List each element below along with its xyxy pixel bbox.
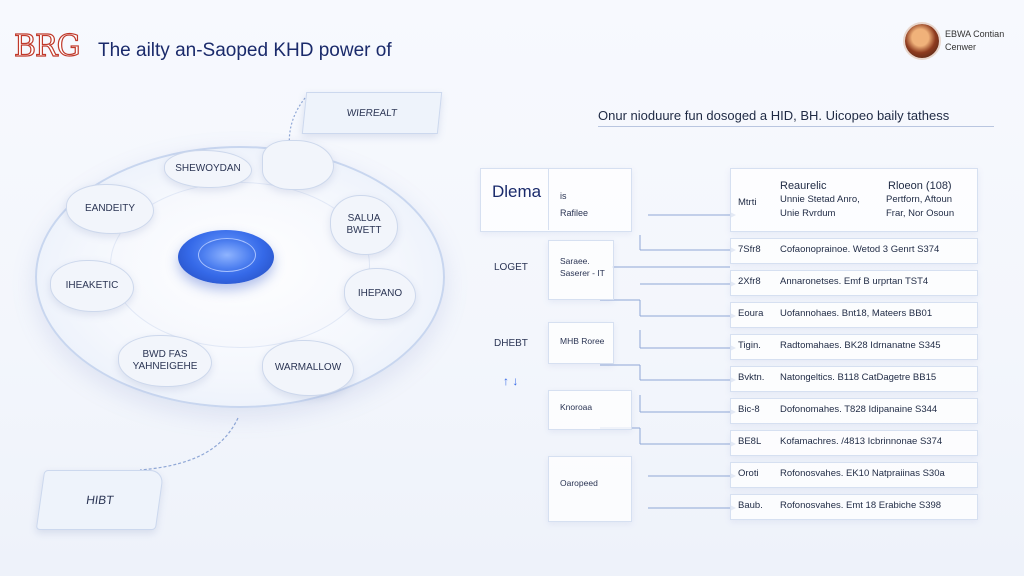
center-hub-core bbox=[198, 238, 256, 272]
table-header-col2-title: Rloeon (108) bbox=[888, 180, 952, 192]
brand-logo: BRG bbox=[13, 29, 81, 64]
table-header-card bbox=[730, 168, 978, 232]
table-row-key: Eoura bbox=[738, 308, 764, 319]
left-item-card-1-line1: Saraee. bbox=[560, 256, 590, 266]
table-row[interactable] bbox=[730, 366, 978, 392]
table-row-text: Cofaonoprainoe. Wetod 3 Genrt S374 bbox=[780, 244, 940, 255]
divider bbox=[598, 126, 994, 127]
segment-left[interactable]: IHEAKETIC bbox=[50, 260, 134, 312]
page-title: The ailty an-Saoped KHD power of bbox=[98, 40, 392, 61]
table-row-text: Annaronetses. Emf B urprtan TST4 bbox=[780, 276, 929, 287]
table-row[interactable] bbox=[730, 430, 978, 456]
table-row-key: Tigin. bbox=[738, 340, 761, 351]
table-row[interactable] bbox=[730, 238, 978, 264]
table-row-text: Natongeltics. B118 CatDagetre BB15 bbox=[780, 372, 937, 383]
table-row-text: Radtomahaes. BK28 Idrnanatne S345 bbox=[780, 340, 941, 351]
table-row-text: Uofannohaes. Bnt18, Mateers BB01 bbox=[780, 308, 933, 319]
left-item-label-1: LOGET bbox=[494, 262, 528, 273]
brand-subtitle: Cenwer bbox=[945, 42, 977, 52]
table-row-text: Dofonomahes. T828 Idipanaine S344 bbox=[780, 404, 938, 415]
left-item-card-1-line2: Saserer - IT bbox=[560, 268, 605, 278]
table-row-key: Bic-8 bbox=[738, 404, 760, 415]
bottom-tag-label: HIBT bbox=[85, 493, 115, 507]
table-row-key: 2Xfr8 bbox=[738, 276, 761, 287]
bottom-tag[interactable]: HIBT bbox=[35, 470, 165, 530]
segment-lower-right-label: WARMALLOW bbox=[274, 362, 342, 373]
panel-subtitle: Onur nioduure fun dosoged a HID, BH. Uic… bbox=[598, 108, 950, 123]
table-header-col2-line2: Frar, Nor Osoun bbox=[886, 208, 955, 219]
table-row-text: Rofonosvahes. Emt 18 Erabiche S398 bbox=[780, 500, 942, 511]
segment-top-label: SHEWOYDAN bbox=[175, 163, 241, 174]
segment-upper-left-label: EANDEITY bbox=[84, 203, 135, 214]
left-item-card-4-line1: Oaropeed bbox=[560, 478, 598, 488]
left-item-card-1[interactable] bbox=[548, 240, 614, 300]
left-item-card-4[interactable] bbox=[548, 456, 632, 522]
segment-upper-right[interactable]: SALUA BWETT bbox=[330, 195, 398, 255]
header-card-sub1: is bbox=[560, 191, 567, 201]
table-row[interactable] bbox=[730, 494, 978, 520]
table-row-key: Baub. bbox=[738, 500, 763, 511]
table-row-text: Kofamachres. /4813 Icbrinnonae S374 bbox=[780, 436, 943, 447]
table-row[interactable] bbox=[730, 270, 978, 296]
left-item-card-3-line1: Knoroaa bbox=[560, 402, 593, 412]
left-item-card-3[interactable] bbox=[548, 390, 632, 430]
top-tag[interactable]: WIEREALT bbox=[301, 92, 443, 134]
table-row[interactable] bbox=[730, 302, 978, 328]
header-card[interactable] bbox=[480, 168, 632, 232]
segment-right[interactable]: IHEPANO bbox=[344, 268, 416, 320]
segment-top[interactable]: SHEWOYDAN bbox=[164, 150, 252, 188]
segment-ribbon bbox=[262, 140, 334, 190]
segment-lower-left-label-2: YAHNEIGEHE bbox=[132, 361, 198, 372]
table-header-col1-title: Reaurelic bbox=[780, 180, 827, 192]
table-row[interactable] bbox=[730, 334, 978, 360]
table-header-col1-line2: Unie Rvrdum bbox=[780, 208, 836, 219]
table-row-text: Rofonosvahes. EK10 Natpraiinas S30a bbox=[780, 468, 945, 479]
left-item-card-2[interactable] bbox=[548, 322, 614, 364]
table-row[interactable] bbox=[730, 462, 978, 488]
table-row[interactable] bbox=[730, 398, 978, 424]
segment-lower-left[interactable]: BWD FAS YAHNEIGEHE bbox=[118, 335, 212, 387]
header-card-divider bbox=[548, 168, 549, 230]
left-item-label-2: DHEBT bbox=[494, 338, 528, 349]
table-row-key: Bvktn. bbox=[738, 372, 765, 383]
segment-lower-right[interactable]: WARMALLOW bbox=[262, 340, 354, 396]
segment-upper-left[interactable]: EANDEITY bbox=[66, 184, 154, 234]
segment-left-label: IHEAKETIC bbox=[65, 280, 119, 291]
segment-lower-left-label-1: BWD FAS bbox=[142, 349, 188, 360]
table-header-col2-line1: Pertforn, Aftoun bbox=[886, 194, 953, 205]
segment-upper-right-label-2: BWETT bbox=[346, 225, 382, 236]
top-tag-label: WIEREALT bbox=[346, 107, 398, 119]
table-row-key: Oroti bbox=[738, 468, 759, 479]
segment-right-label: IHEPANO bbox=[357, 288, 403, 299]
sort-arrows-icon[interactable]: ↑ ↓ bbox=[503, 374, 519, 388]
header-card-sub2: Rafilee bbox=[560, 208, 589, 218]
left-item-card-2-line1: MHB Roree bbox=[560, 336, 605, 346]
table-header-col1-line1: Unnie Stetad Anro, bbox=[780, 194, 860, 205]
brand-name: EBWA Contian bbox=[945, 29, 1005, 39]
segment-upper-right-label-1: SALUA bbox=[347, 213, 381, 224]
table-row-key: 7Sfr8 bbox=[738, 244, 761, 255]
avatar[interactable] bbox=[905, 24, 939, 58]
header-card-title: Dlema bbox=[492, 182, 542, 201]
table-row-key: BE8L bbox=[738, 436, 762, 447]
table-header-col0: Mtrti bbox=[738, 197, 757, 208]
